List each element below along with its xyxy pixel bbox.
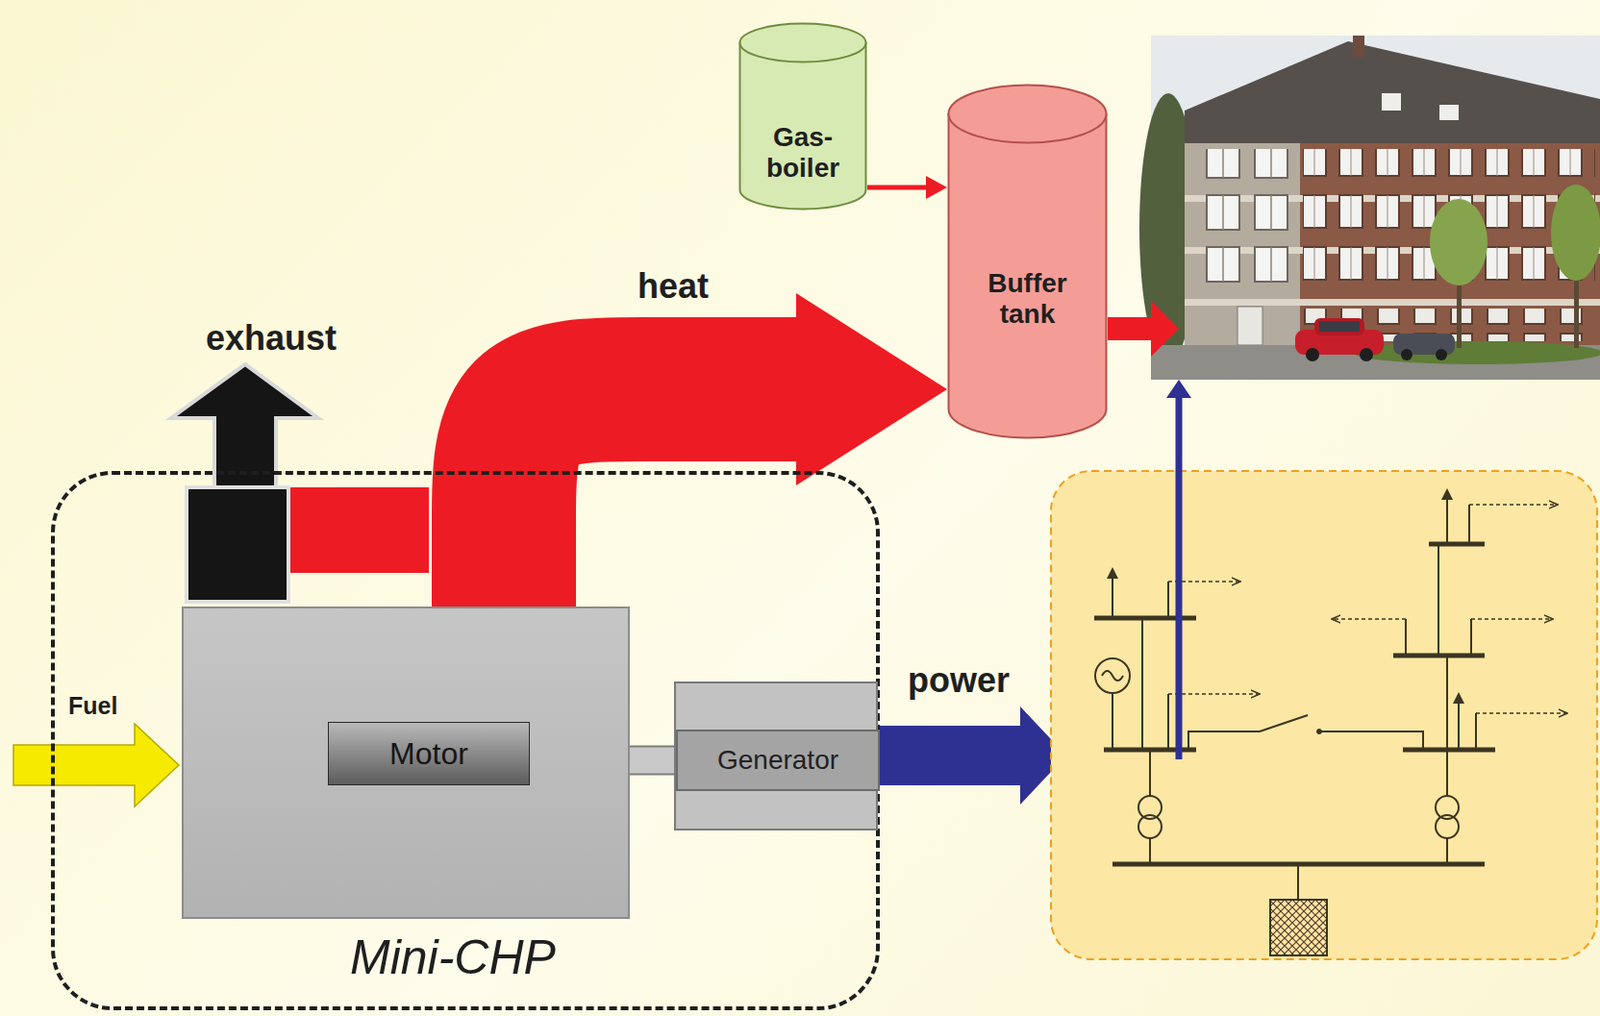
dashed-arrow — [1469, 503, 1558, 506]
external-grid-symbol — [1270, 900, 1327, 956]
red-car-roof — [1314, 318, 1365, 336]
label-slot: Fuel — [68, 694, 118, 719]
window-rows — [1302, 149, 1596, 294]
arrow-head — [796, 293, 948, 486]
car-wheel — [1435, 349, 1448, 361]
power-arrow — [874, 706, 1067, 805]
switch-blade — [1259, 715, 1308, 732]
side-windows — [1194, 149, 1291, 294]
region-title-slot: Mini-CHP — [308, 926, 598, 991]
power-supply-line — [1175, 394, 1183, 760]
load-arrow-head — [1441, 488, 1453, 500]
grid-region — [1050, 471, 1598, 960]
grid-line — [1112, 498, 1476, 900]
buffer-tank-cylinder: Buffer tank — [947, 83, 1108, 440]
exhaust-heat-exchanger — [186, 487, 289, 602]
tree-crown — [1550, 184, 1600, 281]
sky — [1150, 35, 1600, 380]
boiler-cylinder: Gas- boiler — [738, 22, 868, 211]
exhaust-heat-bar — [288, 487, 429, 574]
motor-label-slot: Motor — [327, 722, 530, 786]
motor-block: Motor — [181, 606, 630, 920]
power-label: power — [907, 663, 1010, 699]
fuel-arrow — [13, 724, 179, 807]
switch-contact — [1317, 729, 1323, 735]
dashed-arrow — [1475, 712, 1568, 715]
cylinder-body — [949, 114, 1107, 439]
generator-sine — [1101, 671, 1124, 681]
dashed-feeder-arrows — [1168, 504, 1568, 714]
boiler-label-slot: Gas- boiler — [738, 116, 868, 190]
roof — [1184, 41, 1600, 150]
drive-shaft — [629, 760, 675, 762]
tank-label: Buffer tank — [966, 268, 1089, 330]
cylinder-body — [740, 43, 867, 210]
dashed-arrow — [1331, 618, 1406, 621]
edge-label-slot: heat — [637, 269, 709, 304]
exhaust-arrow — [171, 364, 319, 488]
side-wall — [1184, 143, 1300, 346]
generator-block: Generator — [674, 681, 878, 831]
fuel-label: Fuel — [68, 694, 118, 719]
connector-line — [503, 389, 798, 607]
edge-label: heat — [637, 269, 709, 304]
tank-label-slot: Buffer tank — [947, 254, 1108, 344]
facade-stripe — [1184, 299, 1600, 306]
generator-label-slot: Generator — [675, 729, 880, 792]
generator-symbol — [1095, 658, 1130, 694]
car-wheel — [1359, 348, 1374, 362]
boiler-label: Gas- boiler — [746, 122, 860, 184]
car-wheel — [1305, 348, 1320, 362]
generator-label: Generator — [717, 745, 839, 776]
arrow-head — [925, 175, 948, 200]
shaft-outline — [629, 746, 675, 776]
car-wheel — [1400, 349, 1413, 361]
heat-flow-arrow — [503, 293, 948, 607]
shaft-body — [629, 748, 675, 775]
transformer-symbol — [1138, 815, 1162, 839]
load-arrow-head — [1106, 567, 1119, 579]
brick-facade — [1300, 143, 1600, 346]
transformer-symbol — [1435, 815, 1459, 839]
dormer — [1439, 104, 1459, 121]
motor-label: Motor — [389, 736, 469, 773]
cylinder-top — [949, 85, 1107, 144]
car-window — [1319, 321, 1360, 332]
cylinder-top — [740, 24, 867, 63]
connector-line — [867, 185, 927, 191]
chimney — [1352, 35, 1365, 57]
exhaust-label: exhaust — [205, 321, 337, 356]
boiler-heat-arrow — [867, 175, 948, 200]
mini-chp-region: Mini-CHP Motor Generator — [50, 471, 880, 1011]
cylinder-outline — [947, 83, 1108, 440]
single-line-diagram — [1094, 488, 1568, 956]
door — [1237, 306, 1263, 346]
busbar — [1094, 544, 1496, 865]
region-title: Mini-CHP — [350, 930, 556, 987]
load-arrow-head — [1452, 692, 1465, 704]
dashed-arrow — [1471, 618, 1553, 621]
tree-crown — [1429, 199, 1488, 286]
label-slot: power — [907, 663, 1010, 699]
power-supply-head — [1166, 379, 1192, 399]
hedge — [1352, 341, 1600, 365]
label-slot: exhaust — [205, 321, 337, 356]
heat-supply-arrow — [1107, 300, 1179, 357]
building-photo — [1139, 35, 1600, 380]
dormer — [1381, 93, 1401, 111]
